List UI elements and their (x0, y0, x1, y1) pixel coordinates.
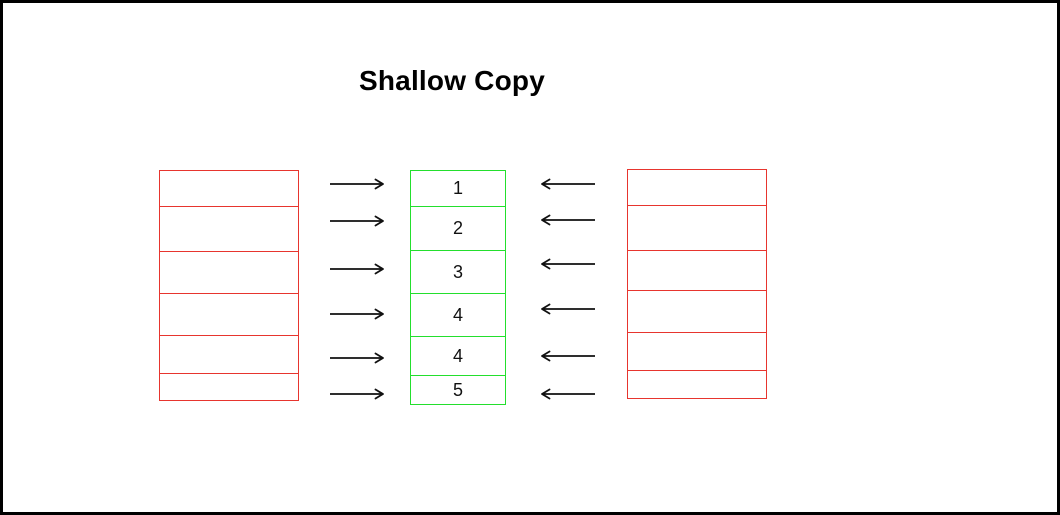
table-cell: 4 (411, 293, 505, 336)
table-cell: 4 (411, 336, 505, 375)
table-cell (628, 250, 766, 290)
table-cell (160, 251, 298, 293)
table-cell (628, 370, 766, 398)
left-arrow-icon (535, 177, 595, 191)
diagram-title: Shallow Copy (359, 65, 545, 96)
table-cell (160, 171, 298, 206)
right-arrow-icon (330, 307, 390, 321)
table-cell (160, 335, 298, 373)
right-list-table (627, 169, 767, 399)
left-arrow-icon (535, 213, 595, 227)
left-arrow-icon (535, 257, 595, 271)
shared-values-table: 1 2 3 4 4 5 (410, 170, 506, 405)
table-cell: 1 (452, 178, 463, 198)
table-cell: 2 (411, 206, 505, 250)
table-cell (160, 373, 298, 400)
table-cell (160, 293, 298, 335)
table-cell (628, 332, 766, 370)
left-arrow-icon (535, 302, 595, 316)
right-arrow-icon (330, 214, 390, 228)
right-arrow-icon (330, 351, 390, 365)
table-cell: 5 (411, 375, 505, 404)
right-arrow-icon (330, 262, 390, 276)
table-cell (160, 206, 298, 251)
left-arrow-icon (535, 387, 595, 401)
left-arrow-icon (535, 349, 595, 363)
table-cell (628, 290, 766, 332)
table-cell (628, 170, 766, 205)
right-arrow-icon (330, 387, 390, 401)
table-cell (628, 205, 766, 250)
right-arrow-icon (330, 177, 390, 191)
left-list-table (159, 170, 299, 401)
table-cell: 3 (411, 250, 505, 293)
